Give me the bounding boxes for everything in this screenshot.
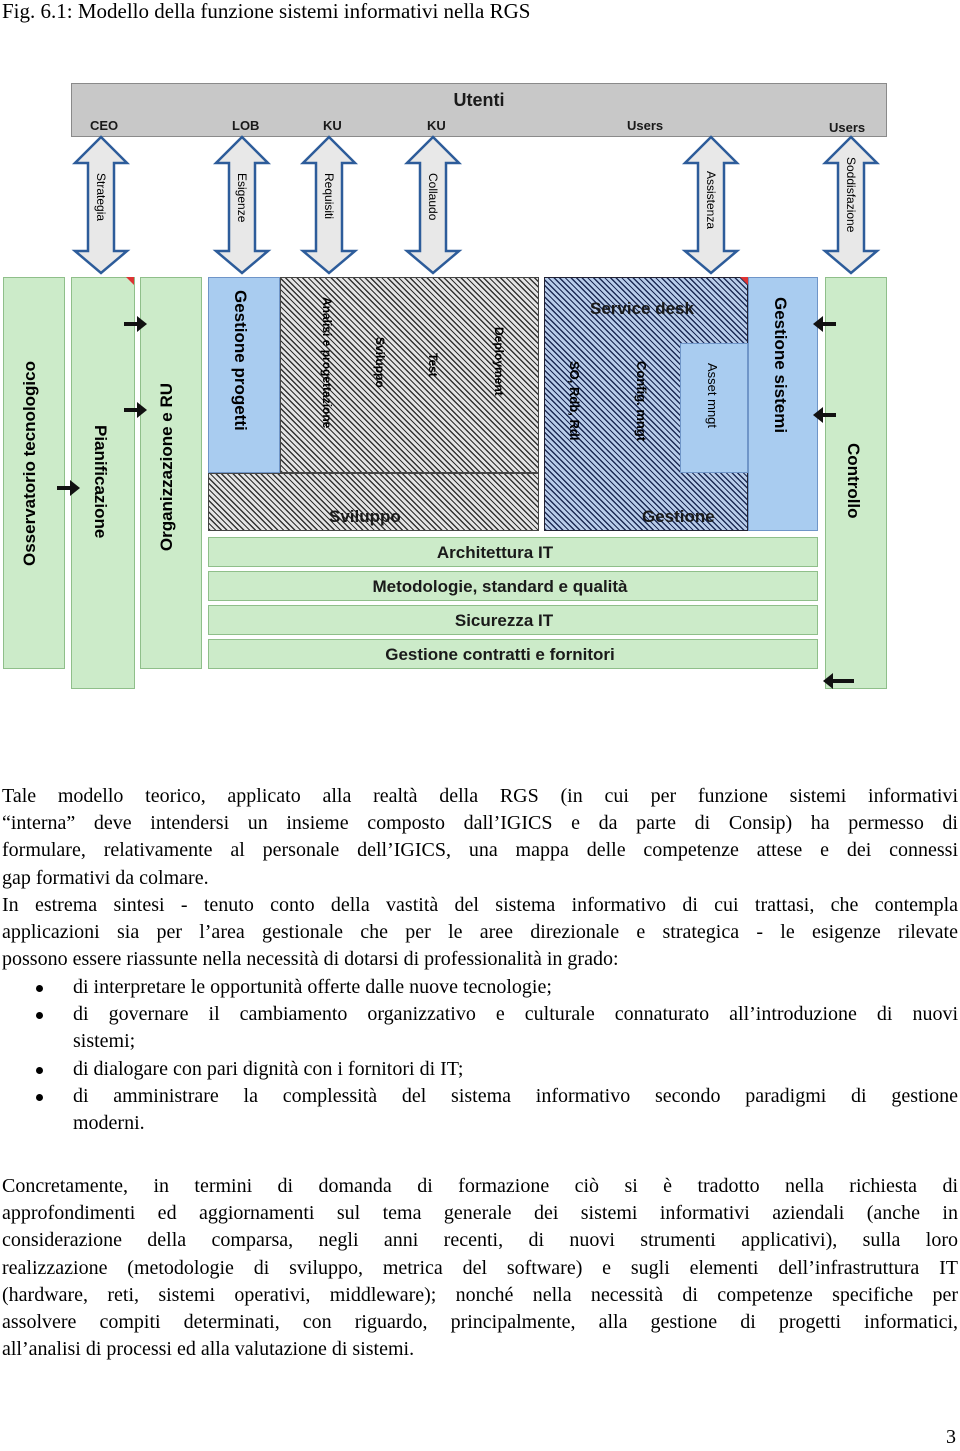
sviluppo-item-test: Test xyxy=(426,353,440,377)
sviluppo-label: Sviluppo xyxy=(329,507,401,526)
gestione-item-so: SO, Rdb, Rdl xyxy=(567,361,582,441)
bullet-line: di dialogare con pari dignità con i forn… xyxy=(73,1057,464,1080)
row-gestione-contratti: Gestione contratti e fornitori xyxy=(208,639,818,669)
column-controllo-label: Controllo xyxy=(844,443,863,519)
service-desk-label: Service desk xyxy=(590,299,694,318)
paragraph-3: Concretamente, in termini di domanda di … xyxy=(2,1173,958,1363)
arrow-right-icon xyxy=(57,480,80,496)
bullet-line: moderni. xyxy=(73,1112,145,1135)
bullet-line: di amministrare la complessità del siste… xyxy=(73,1084,958,1107)
bullet-list: di interpretare le opportunità offerte d… xyxy=(0,974,958,1137)
sviluppo-item-deployment: Deployment xyxy=(492,327,506,396)
list-item: di amministrare la complessità del siste… xyxy=(0,1083,958,1137)
paragraph-line: formulare, relativamente al personale de… xyxy=(2,839,958,862)
sviluppo-item-analisi: Analisi e progettazione xyxy=(320,297,334,429)
user-label-ceo: CEO xyxy=(90,118,119,133)
column-osservatorio xyxy=(3,277,65,669)
arrow-left-icon xyxy=(823,673,854,689)
arrow-right-icon xyxy=(124,316,147,332)
arrow-label-soddisfazione: Soddisfazione xyxy=(844,157,858,233)
paragraph-line: approfondimenti ed aggiornamenti sul tem… xyxy=(2,1202,958,1225)
asset-mngt-box xyxy=(680,343,748,473)
user-label-ku-1: KU xyxy=(323,118,342,133)
double-arrows xyxy=(71,135,881,275)
paragraph-line: applicazioni sia per l’area gestionale c… xyxy=(2,921,958,944)
arrow-left-icon xyxy=(813,316,836,332)
it-function-diagram: Utenti CEO LOB KU KU Users Users Strateg… xyxy=(0,75,895,695)
corner-mark-icon xyxy=(126,277,134,285)
paragraph-line: considerazione della comparsa, negli ann… xyxy=(2,1229,958,1252)
double-arrow-icon xyxy=(71,135,131,275)
list-item: di interpretare le opportunità offerte d… xyxy=(0,974,958,1001)
sviluppo-area xyxy=(280,277,539,473)
user-label-users-2: Users xyxy=(829,120,866,135)
row-metodologie: Metodologie, standard e qualità xyxy=(208,571,818,601)
sviluppo-bar: Sviluppo xyxy=(208,473,539,531)
gestione-item-config: Config. mngt xyxy=(634,361,649,442)
column-pianificazione-label: Pianificazione xyxy=(91,425,110,539)
bullet-line: sistemi; xyxy=(73,1030,136,1053)
paragraph-line: gap formativi da colmare. xyxy=(2,866,209,889)
bullet-icon xyxy=(36,1012,43,1020)
page-number: 3 xyxy=(946,1426,956,1448)
paragraph-line: (hardware, reti, sistemi operativi, midd… xyxy=(2,1283,958,1306)
figure-caption: Fig. 6.1: Modello della funzione sistemi… xyxy=(2,0,531,23)
row-sicurezza: Sicurezza IT xyxy=(208,605,818,635)
arrow-label-collaudo: Collaudo xyxy=(426,173,440,221)
row-architettura: Architettura IT xyxy=(208,537,818,567)
gestione-sistemi-label: Gestione sistemi xyxy=(771,297,790,434)
double-arrow-icon xyxy=(821,135,881,275)
bullet-line: di governare il cambiamento organizzativ… xyxy=(73,1003,958,1026)
paragraph-1: Tale modello teorico, applicato alla rea… xyxy=(2,783,958,892)
paragraph-2: In estrema sintesi - tenuto conto della … xyxy=(2,892,958,974)
bullet-line: di interpretare le opportunità offerte d… xyxy=(73,976,552,998)
paragraph-line: possono essere riassunte nella necessità… xyxy=(2,948,619,971)
row-gestione-contratti-label: Gestione contratti e fornitori xyxy=(385,645,615,664)
paragraph-line: Concretamente, in termini di domanda di … xyxy=(2,1175,958,1197)
arrow-right-icon xyxy=(124,402,147,418)
double-arrow-icon xyxy=(681,135,741,275)
bullet-icon xyxy=(36,1066,43,1074)
user-label-ku-2: KU xyxy=(427,118,446,133)
paragraph-line: “interna” deve intendersi un insieme com… xyxy=(2,812,958,835)
bullet-icon xyxy=(36,985,43,992)
gestione-label: Gestione xyxy=(642,507,715,526)
arrow-label-assistenza: Assistenza xyxy=(704,171,718,230)
row-sicurezza-label: Sicurezza IT xyxy=(454,611,554,630)
paragraph-line: all’analisi di processi ed alla valutazi… xyxy=(2,1338,415,1361)
utenti-title: Utenti xyxy=(453,90,505,110)
user-label-users-1: Users xyxy=(627,118,664,133)
gestione-item-asset: Asset mngt xyxy=(705,363,720,429)
gestione-sistemi-box xyxy=(748,277,818,531)
small-arrows xyxy=(57,277,854,689)
sviluppo-item-sviluppo: Sviluppo xyxy=(373,337,387,388)
arrow-label-requisiti: Requisiti xyxy=(322,173,336,220)
list-item: di dialogare con pari dignità con i forn… xyxy=(0,1056,958,1083)
user-label-lob: LOB xyxy=(232,118,260,133)
row-architettura-label: Architettura IT xyxy=(436,543,554,562)
paragraph-line: In estrema sintesi - tenuto conto della … xyxy=(2,894,958,916)
arrow-left-icon xyxy=(813,407,836,423)
gestione-progetti-box xyxy=(208,277,280,473)
bullet-icon xyxy=(36,1093,43,1101)
double-arrow-icon xyxy=(212,135,272,275)
arrow-label-strategia: Strategia xyxy=(94,173,108,222)
double-arrow-icon xyxy=(299,135,359,275)
paragraph-line: Tale modello teorico, applicato alla rea… xyxy=(2,785,958,807)
list-item: di governare il cambiamento organizzativ… xyxy=(0,1001,958,1055)
paragraph-line: assolvere compiti determinati, con rigua… xyxy=(2,1311,958,1334)
column-controllo xyxy=(825,277,887,689)
double-arrow-icon xyxy=(403,135,463,275)
gestione-progetti-label: Gestione progetti xyxy=(231,290,250,431)
paragraph-line: realizzazione (metodologie di sviluppo, … xyxy=(2,1256,958,1279)
corner-mark-icon xyxy=(740,277,748,285)
column-organizzazione xyxy=(140,277,202,669)
arrow-label-esigenze: Esigenze xyxy=(235,173,249,223)
row-metodologie-label: Metodologie, standard e qualità xyxy=(372,577,628,596)
utenti-bar: Utenti CEO LOB KU KU Users Users xyxy=(71,83,887,137)
